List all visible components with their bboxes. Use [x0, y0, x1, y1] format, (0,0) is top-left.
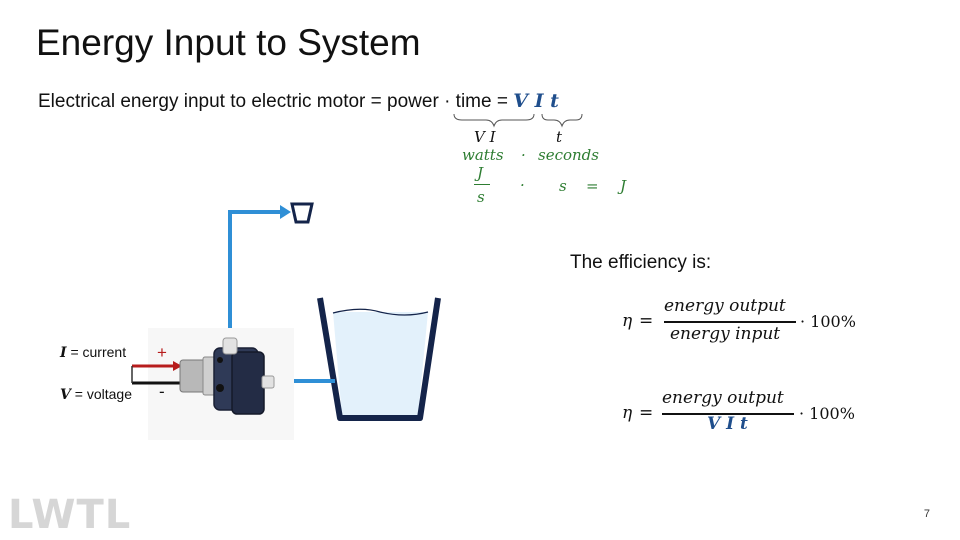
time-under: t — [556, 128, 563, 146]
beaker-water — [333, 312, 428, 416]
efficiency-label: The efficiency is: — [570, 252, 712, 273]
times-1: · 100% — [800, 312, 856, 331]
eq-2: = — [639, 403, 654, 423]
eta-2: η — [622, 403, 633, 423]
current-arrow — [173, 361, 182, 371]
slide-title: Energy Input to System — [36, 22, 421, 63]
numerator-1: energy output — [664, 296, 786, 316]
denominator-1: energy input — [670, 324, 781, 344]
page-number: 7 — [923, 508, 930, 520]
fraction-bar-2 — [662, 413, 794, 415]
units-dot: · — [521, 146, 526, 164]
frac-bar — [474, 184, 490, 185]
beaker — [317, 297, 441, 421]
equation-power: power — [387, 91, 439, 112]
equation-time: time — [455, 91, 492, 112]
equation-rhs: V I t — [513, 90, 559, 112]
current-symbol: I — [60, 345, 67, 361]
voltage-label: V = voltage — [60, 386, 132, 403]
energy-equation: Electrical energy input to electric moto… — [38, 90, 559, 113]
frac-num: J — [477, 164, 484, 182]
units-seconds: seconds — [538, 146, 599, 164]
power-under: V I — [474, 128, 496, 146]
plus-sign: + — [157, 343, 167, 362]
water-surface — [332, 308, 429, 316]
pump-motor — [179, 337, 275, 415]
equation-equals: = — [496, 91, 508, 112]
lwtl-logo: LWTL — [8, 492, 132, 538]
underbraces — [453, 113, 583, 128]
delivery-tube — [228, 210, 282, 350]
voltage-text: = voltage — [74, 386, 132, 402]
final-eq: = — [586, 177, 599, 195]
frac-den: s — [477, 188, 485, 206]
current-label: I = current — [60, 344, 126, 361]
equation-lhs: Electrical energy input to electric moto… — [38, 91, 382, 112]
units-watts: watts — [462, 146, 504, 164]
tube-arrow-head — [280, 205, 291, 219]
eta-1: η — [622, 311, 633, 331]
final-s: s — [559, 177, 567, 195]
final-dot: · — [520, 176, 525, 194]
final-J: J — [620, 177, 627, 195]
small-cup — [290, 202, 314, 224]
equation-dot: · — [444, 91, 451, 112]
denominator-2: V I t — [707, 414, 748, 434]
numerator-2: energy output — [662, 388, 784, 408]
eq-1: = — [639, 311, 654, 331]
minus-sign: - — [159, 382, 165, 401]
times-2: · 100% — [799, 404, 855, 423]
fraction-bar-1 — [664, 321, 796, 323]
current-text: = current — [70, 344, 127, 360]
voltage-symbol: V — [60, 387, 71, 403]
